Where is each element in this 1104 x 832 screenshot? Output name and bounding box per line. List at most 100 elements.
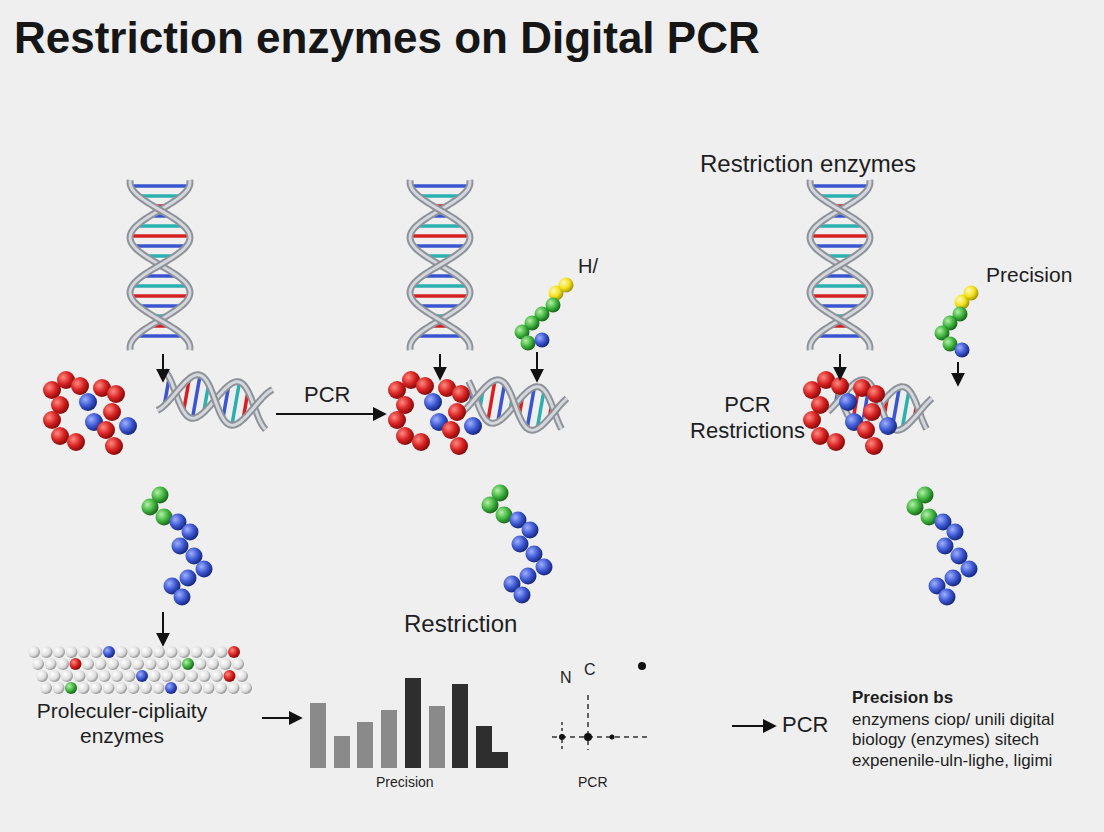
grid-bead <box>57 658 69 670</box>
base-pair <box>232 382 240 425</box>
backbone-highlight <box>410 180 470 350</box>
base-pair <box>412 284 468 288</box>
backbone <box>157 369 273 431</box>
backbone-highlight <box>827 375 933 436</box>
bar <box>334 736 350 768</box>
dna-helix <box>157 369 273 431</box>
bead <box>416 377 434 395</box>
bead <box>450 437 468 455</box>
bead <box>865 437 883 455</box>
bead <box>71 377 89 395</box>
arrow <box>162 612 164 644</box>
grid-bead <box>49 670 61 682</box>
grid-bead <box>153 682 165 694</box>
bead <box>67 433 85 451</box>
grid-bead <box>103 682 115 694</box>
grid-bead <box>91 646 103 658</box>
grid-bead <box>78 646 90 658</box>
bead <box>43 411 61 429</box>
backbone-highlight <box>130 180 190 350</box>
dna-helix <box>410 180 470 350</box>
grid-bead <box>224 670 236 682</box>
grid-bead <box>141 646 153 658</box>
grid-bead <box>128 682 140 694</box>
backbone <box>827 375 933 436</box>
backbone-highlight <box>462 375 568 436</box>
arrow <box>536 352 538 380</box>
grid-bead <box>124 670 136 682</box>
plot-dot <box>559 734 565 740</box>
bead <box>961 561 978 578</box>
backbone <box>410 180 470 350</box>
grid-bead <box>186 670 198 682</box>
bead <box>412 433 430 451</box>
dashed-axis <box>587 695 589 750</box>
grid-bead <box>53 682 65 694</box>
scatter-plot <box>552 662 650 752</box>
bead <box>448 403 466 421</box>
base-pair <box>416 334 464 338</box>
bar-chart <box>310 678 508 768</box>
backbone-highlight <box>810 180 870 350</box>
bead <box>452 385 470 403</box>
bar <box>405 678 421 768</box>
grid-bead <box>211 670 223 682</box>
arrow <box>439 354 441 378</box>
grid-bead <box>111 670 123 682</box>
backbone <box>827 375 933 436</box>
grid-bead <box>45 658 57 670</box>
grid-bead <box>116 646 128 658</box>
bead <box>964 286 979 301</box>
bead <box>811 427 829 445</box>
bead <box>180 570 197 587</box>
backbone <box>130 180 190 350</box>
bead <box>867 385 885 403</box>
bead <box>879 417 897 435</box>
grid-bead <box>153 646 165 658</box>
grid-bead <box>28 646 40 658</box>
bead <box>535 333 550 348</box>
bar <box>429 706 445 768</box>
base-pair <box>411 184 470 188</box>
grid-bead <box>161 670 173 682</box>
bead <box>174 589 191 606</box>
bead <box>514 587 531 604</box>
grid-bead <box>195 658 207 670</box>
bead <box>442 421 460 439</box>
dna-helix <box>130 180 933 435</box>
base-pair <box>131 294 190 298</box>
flow-arrows <box>163 352 958 726</box>
bar <box>381 710 397 768</box>
base-pair <box>132 284 188 288</box>
base-pair <box>811 184 870 188</box>
base-pair <box>813 244 866 248</box>
grid-bead <box>178 646 190 658</box>
bead <box>947 524 964 541</box>
bar <box>476 726 492 768</box>
grid-bead <box>70 658 82 670</box>
section-label: Precision <box>986 262 1096 287</box>
grid-bead <box>199 670 211 682</box>
grid-bead <box>228 646 240 658</box>
bead <box>945 570 962 587</box>
grid-bead <box>99 670 111 682</box>
bead <box>536 559 553 576</box>
grid-bead <box>149 670 161 682</box>
step-label: PCR Restrictions <box>680 392 815 445</box>
base-pair <box>816 334 864 338</box>
arrow <box>957 362 959 384</box>
grid-bead <box>82 658 94 670</box>
bead <box>196 561 213 578</box>
bead <box>388 411 406 429</box>
bead <box>142 499 159 516</box>
grid-bead <box>220 658 232 670</box>
base-pair <box>136 334 184 338</box>
bar <box>310 703 326 768</box>
bead <box>827 433 845 451</box>
note-heading: Precision bs <box>852 688 1082 708</box>
plot-dot <box>584 733 592 741</box>
grid-bead <box>165 682 177 694</box>
grid-bead <box>132 658 144 670</box>
callout-label: H/ <box>578 254 618 278</box>
backbone-highlight <box>157 369 273 431</box>
